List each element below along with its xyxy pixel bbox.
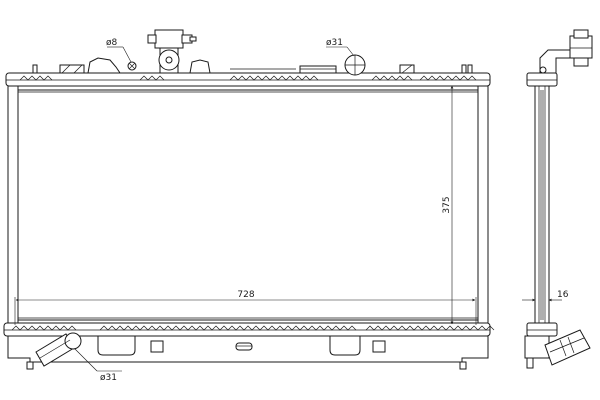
- top-inlet-pipe: [344, 54, 366, 76]
- inlet-diameter-label: ø31: [326, 38, 343, 48]
- right-side-bar: [477, 85, 489, 324]
- height-dimension: 375: [442, 85, 454, 325]
- height-label: 375: [442, 196, 452, 213]
- left-side-bar: [7, 85, 19, 324]
- top-tank: [5, 57, 491, 87]
- drain-diameter-label: ø8: [106, 38, 118, 48]
- width-label: 728: [237, 290, 254, 300]
- outlet-callout: ø31: [74, 348, 122, 383]
- width-dimension: 728: [14, 290, 477, 325]
- drain-plug: [127, 61, 137, 71]
- side-core: [534, 85, 550, 324]
- front-view: 728 375 ø8 ø31 ø31: [3, 29, 495, 383]
- bottom-tank: [3, 322, 495, 370]
- drain-callout: ø8: [106, 38, 132, 63]
- side-view: 16: [522, 29, 593, 369]
- radiator-core: [17, 89, 479, 321]
- bottom-outlet-pipe: [35, 332, 82, 367]
- outlet-diameter-label: ø31: [100, 373, 117, 383]
- thickness-dimension: 16: [522, 290, 569, 305]
- filler-neck: [147, 29, 197, 74]
- inlet-callout: ø31: [326, 38, 355, 57]
- thickness-label: 16: [557, 290, 569, 300]
